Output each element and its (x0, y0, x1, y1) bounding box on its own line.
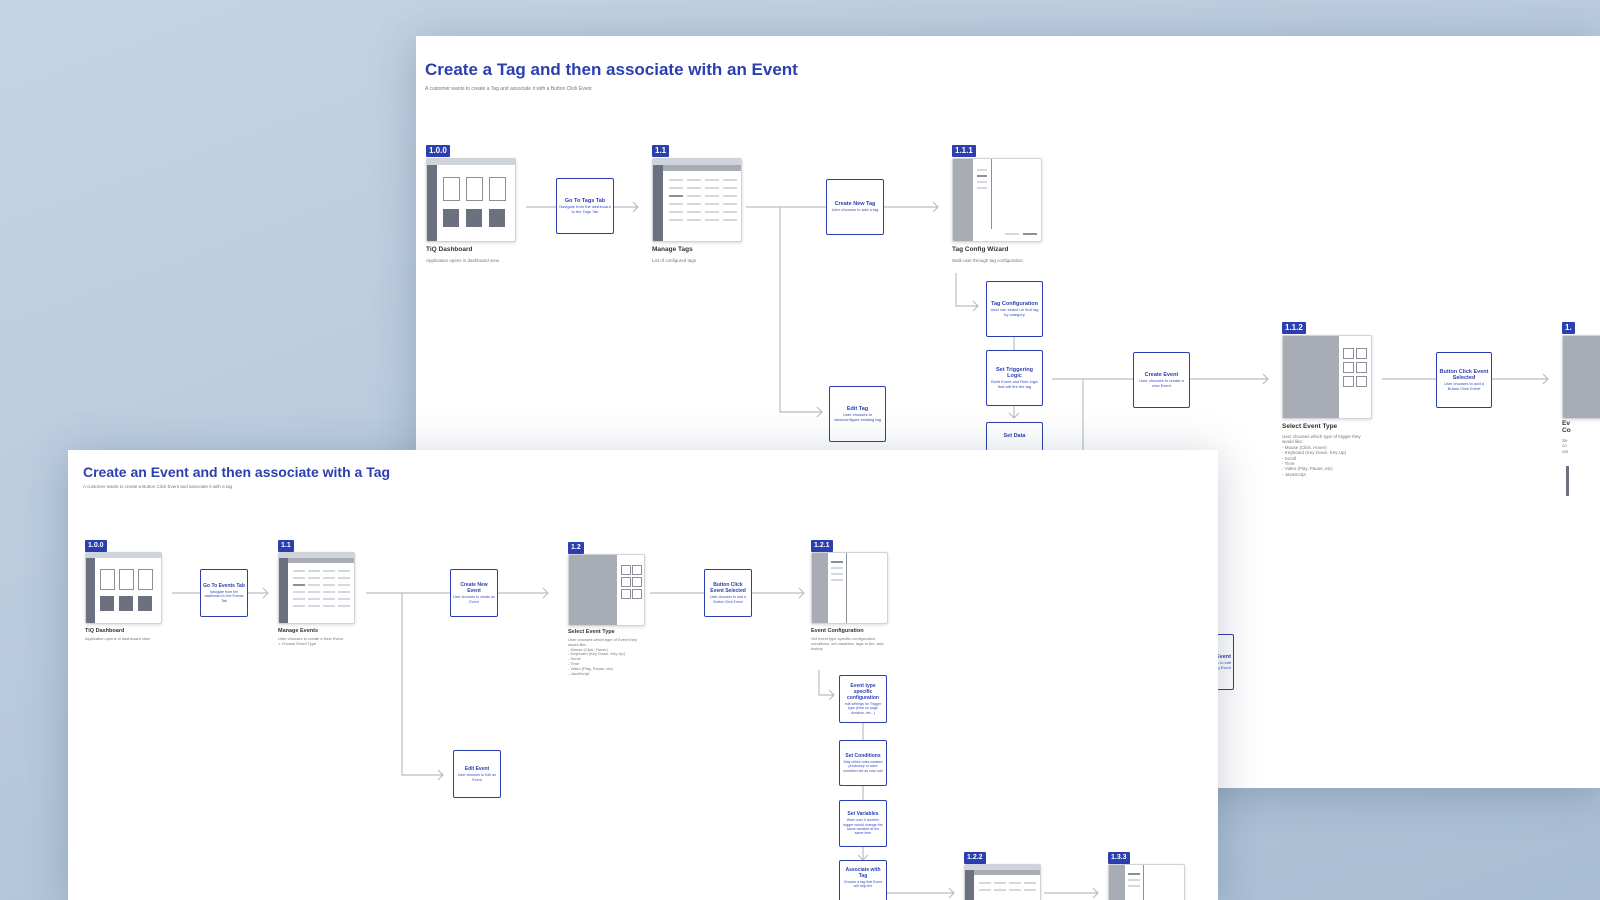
action-go-to-events-tab[interactable]: Go To Events Tab Navigate from the dashb… (200, 569, 248, 617)
step-badge: 1.1 (652, 145, 670, 157)
screen-tag-config-wizard[interactable] (952, 158, 1042, 242)
screen-description: Application opens in dashboard view (85, 636, 150, 641)
screen-caption: Manage Tags (652, 246, 693, 253)
step-badge: 1.2 (568, 542, 584, 554)
screen-description: List of configured tags (652, 258, 697, 263)
connector-lines-bottom (172, 587, 1099, 899)
action-edit-event[interactable]: Edit Event User chooses to Edit an Event (453, 750, 501, 798)
step-badge: 1.3.3 (1108, 852, 1130, 864)
step-badge: 1.2.1 (811, 540, 833, 552)
action-set-variables[interactable]: Set Variables Warn user if another trigg… (839, 800, 887, 847)
action-set-conditions[interactable]: Set Conditions May utilize rules created… (839, 740, 887, 786)
action-create-new-event[interactable]: Create New Event User chooses to create … (450, 569, 498, 617)
screen-description: User chooses which type of Event they wo… (568, 637, 637, 676)
step-badge: 1. (1562, 322, 1575, 334)
screen-tiq-dashboard[interactable] (426, 158, 516, 242)
board-create-event: Create an Event and then associate with … (68, 450, 1218, 900)
screen-manage-events[interactable] (278, 552, 355, 624)
action-button-click-event-selected[interactable]: Button Click Event Selected User chooses… (704, 569, 752, 617)
screen-caption: Manage Events (278, 628, 319, 634)
screen-description: User chooses which type of trigger they … (1282, 434, 1361, 477)
screen-caption: TiQ Dashboard (426, 246, 473, 253)
edge-marker (1566, 466, 1569, 496)
screen-caption: TiQ Dashboard (85, 628, 125, 634)
screen-1-2-2[interactable] (964, 864, 1041, 900)
board-subtitle: A customer wants to create a Tag and ass… (425, 86, 592, 92)
screen-caption: Select Event Type (1282, 423, 1338, 430)
step-badge: 1.1.1 (952, 145, 976, 157)
step-badge: 1.2.2 (964, 852, 986, 864)
screen-1-3-3[interactable] (1108, 864, 1185, 900)
screen-description: Set event type specific configuration, c… (811, 636, 884, 651)
screen-event-configuration[interactable] (811, 552, 888, 624)
screen-description: Application opens in dashboard view. (426, 258, 501, 263)
screen-caption: Event Configuration (811, 628, 864, 634)
step-badge: 1.0.0 (426, 145, 450, 157)
screen-caption: Tag Config Wizard (952, 246, 1009, 253)
action-create-event[interactable]: Create Event User chooses to create a ne… (1133, 352, 1190, 408)
board-subtitle: A customer wants to create a Button Clic… (83, 484, 233, 489)
connector-lines-top (526, 201, 1549, 456)
board-title: Create a Tag and then associate with an … (425, 60, 798, 79)
screen-select-event-type[interactable] (568, 554, 645, 626)
screen-description: Walk user through tag configuration (952, 258, 1023, 263)
action-event-type-configuration[interactable]: Event type specific configuration edit s… (839, 675, 887, 723)
action-set-triggering-logic[interactable]: Set Triggering Logic Build Event and Rul… (986, 350, 1043, 406)
screen-description: User chooses to create a New Event > Cho… (278, 636, 343, 646)
board-title: Create an Event and then associate with … (83, 464, 391, 480)
action-associate-with-tag[interactable]: Associate with Tag Choose a tag that Eve… (839, 860, 887, 900)
screen-caption: Select Event Type (568, 629, 615, 635)
screen-select-event-type[interactable] (1282, 335, 1372, 419)
screen-tiq-dashboard[interactable] (85, 552, 162, 624)
screen-caption: Ev Co (1562, 420, 1571, 434)
action-edit-tag[interactable]: Edit Tag User chooses to view/configure … (829, 386, 886, 442)
step-badge: 1.1 (278, 540, 294, 552)
action-go-to-tags-tab[interactable]: Go To Tags Tab Navigate from the dashboa… (556, 178, 614, 234)
screen-manage-tags[interactable] (652, 158, 742, 242)
step-badge: 1.1.2 (1282, 322, 1306, 334)
screen-event-configuration-clipped[interactable] (1562, 335, 1600, 419)
action-tag-configuration[interactable]: Tag Configuration User can search or fin… (986, 281, 1043, 337)
action-button-click-event-selected[interactable]: Button Click Event Selected User chooses… (1436, 352, 1492, 408)
action-create-new-tag[interactable]: Create New Tag User chooses to add a tag (826, 179, 884, 235)
screen-description: Se co var (1562, 438, 1569, 454)
step-badge: 1.0.0 (85, 540, 107, 552)
